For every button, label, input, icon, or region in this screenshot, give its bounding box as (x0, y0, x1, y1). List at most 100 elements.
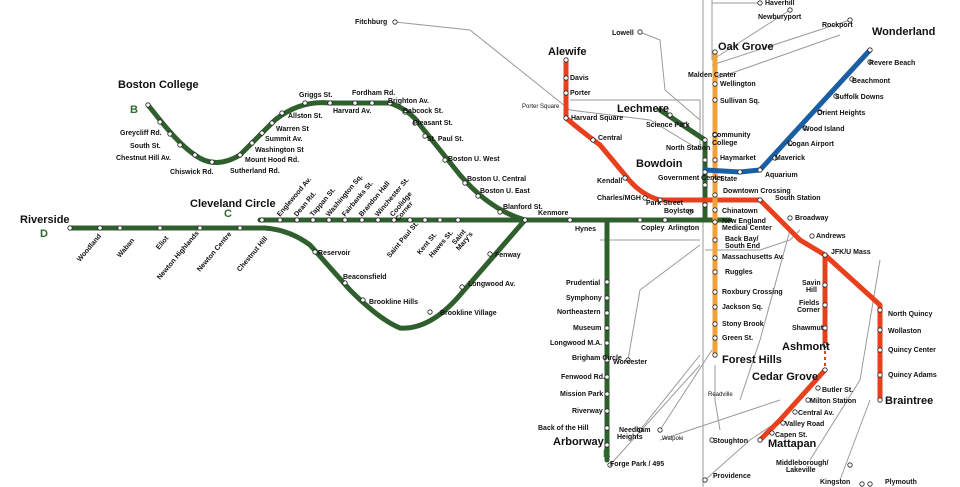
station-dot (259, 217, 265, 223)
station-south-st: South St. (130, 143, 161, 150)
station-museum: Museum (573, 325, 601, 332)
station-dot (877, 327, 883, 333)
station-sullivan: Sullivan Sq. (720, 98, 760, 105)
rotated-labels-d: Woodland Waban Eliot Newton Highlands Ne… (76, 230, 269, 281)
station-dot (157, 225, 163, 231)
station-dot (563, 75, 569, 81)
station-science-park: Science Park (646, 122, 690, 129)
station-worcester: Worcester (613, 359, 647, 366)
label-bowdoin: Bowdoin (636, 158, 683, 170)
station-dot (391, 217, 397, 223)
station-dot (787, 140, 793, 146)
station-dot (459, 284, 465, 290)
station-dot (604, 325, 610, 331)
station-dot (312, 249, 318, 255)
station-eliot: Eliot (155, 235, 171, 252)
station-labels: Greycliff Rd. South St. Chestnut Hill Av… (116, 0, 937, 486)
station-dot (422, 217, 428, 223)
station-longwood-ma: Longwood M.A. (550, 340, 602, 347)
station-davis: Davis (570, 75, 589, 82)
station-dot (604, 408, 610, 414)
station-dot (822, 342, 828, 348)
station-dot (877, 372, 883, 378)
label-cedar-grove: Cedar Grove (752, 371, 818, 383)
station-longwood: Longwood Av. (468, 281, 515, 288)
station-logan: Logan Airport (788, 141, 835, 148)
station-dot (145, 102, 151, 108)
station-dot (327, 100, 333, 106)
station-summit: Summit Av. (265, 136, 303, 143)
station-dot (67, 225, 73, 231)
station-dot (877, 347, 883, 353)
station-dot (310, 217, 316, 223)
station-haymarket: Haymarket (720, 155, 756, 162)
station-brookline-hills: Brookline Hills (369, 299, 418, 306)
station-government-center: Government Center (658, 175, 724, 182)
label-mattapan: Mattapan (768, 438, 817, 450)
station-dot (607, 462, 613, 468)
station-bu-west: Boston U. West (448, 156, 500, 163)
station-dot (637, 29, 643, 35)
station-dot (817, 109, 823, 115)
station-fenway: Fenway (495, 252, 521, 259)
station-dot (867, 59, 873, 65)
station-south-station: South Station (775, 195, 821, 202)
station-wellington: Wellington (720, 81, 756, 88)
station-rockport: Rockport (822, 22, 853, 29)
station-kendall: Kendall (597, 178, 622, 185)
station-dot (772, 155, 778, 161)
station-malden: Malden Center (688, 72, 737, 79)
station-dot (294, 217, 300, 223)
station-beaconsfield: Beaconsfield (343, 274, 387, 281)
station-prudential: Prudential (566, 280, 600, 287)
station-dot (604, 391, 610, 397)
station-north-quincy: North Quincy (888, 311, 932, 318)
station-butler: Butler St. (822, 387, 853, 394)
station-dot (604, 442, 610, 448)
label-lechmere: Lechmere (617, 103, 669, 115)
station-dot (737, 169, 743, 175)
station-roxbury: Roxbury Crossing (722, 289, 783, 296)
station-dot (352, 100, 358, 106)
station-dot (97, 225, 103, 231)
station-mission-park: Mission Park (560, 391, 603, 398)
label-boston-college: Boston College (118, 79, 199, 91)
station-dot (822, 367, 828, 373)
station-porter: Porter (570, 90, 591, 97)
station-dot (462, 180, 468, 186)
station-dot (387, 100, 393, 106)
station-dot (402, 109, 408, 115)
station-beachmont: Beachmont (852, 78, 891, 85)
station-dot (637, 217, 643, 223)
branch-d: D (40, 228, 48, 240)
station-dot (822, 282, 828, 288)
station-jackson: Jackson Sq. (722, 304, 763, 311)
station-dot (237, 225, 243, 231)
station-wood-island: Wood Island (803, 126, 844, 133)
station-sutherland: Sutherland Rd. (230, 168, 280, 175)
station-symphony: Symphony (566, 295, 602, 302)
station-lowell: Lowell (612, 30, 634, 37)
station-dot (815, 385, 821, 391)
station-dot (192, 152, 198, 158)
station-dot (497, 209, 503, 215)
label-arborway: Arborway (553, 436, 605, 448)
station-dot (369, 100, 375, 106)
station-dot (604, 340, 610, 346)
station-dot (712, 304, 718, 310)
station-dot (563, 57, 569, 63)
station-dot (437, 217, 443, 223)
label-oak-grove: Oak Grove (718, 41, 774, 53)
station-dot (604, 310, 610, 316)
station-back-bay: Back Bay/South End (725, 236, 760, 250)
station-dot (712, 289, 718, 295)
green-line (67, 100, 733, 463)
station-dot (712, 177, 718, 183)
station-pleasant: Pleasant St. (413, 120, 453, 127)
station-dot (712, 192, 718, 198)
station-milton: Milton Station (810, 398, 856, 405)
station-dot (249, 140, 255, 146)
label-riverside: Riverside (20, 214, 70, 226)
station-ruggles: Ruggles (725, 269, 753, 276)
